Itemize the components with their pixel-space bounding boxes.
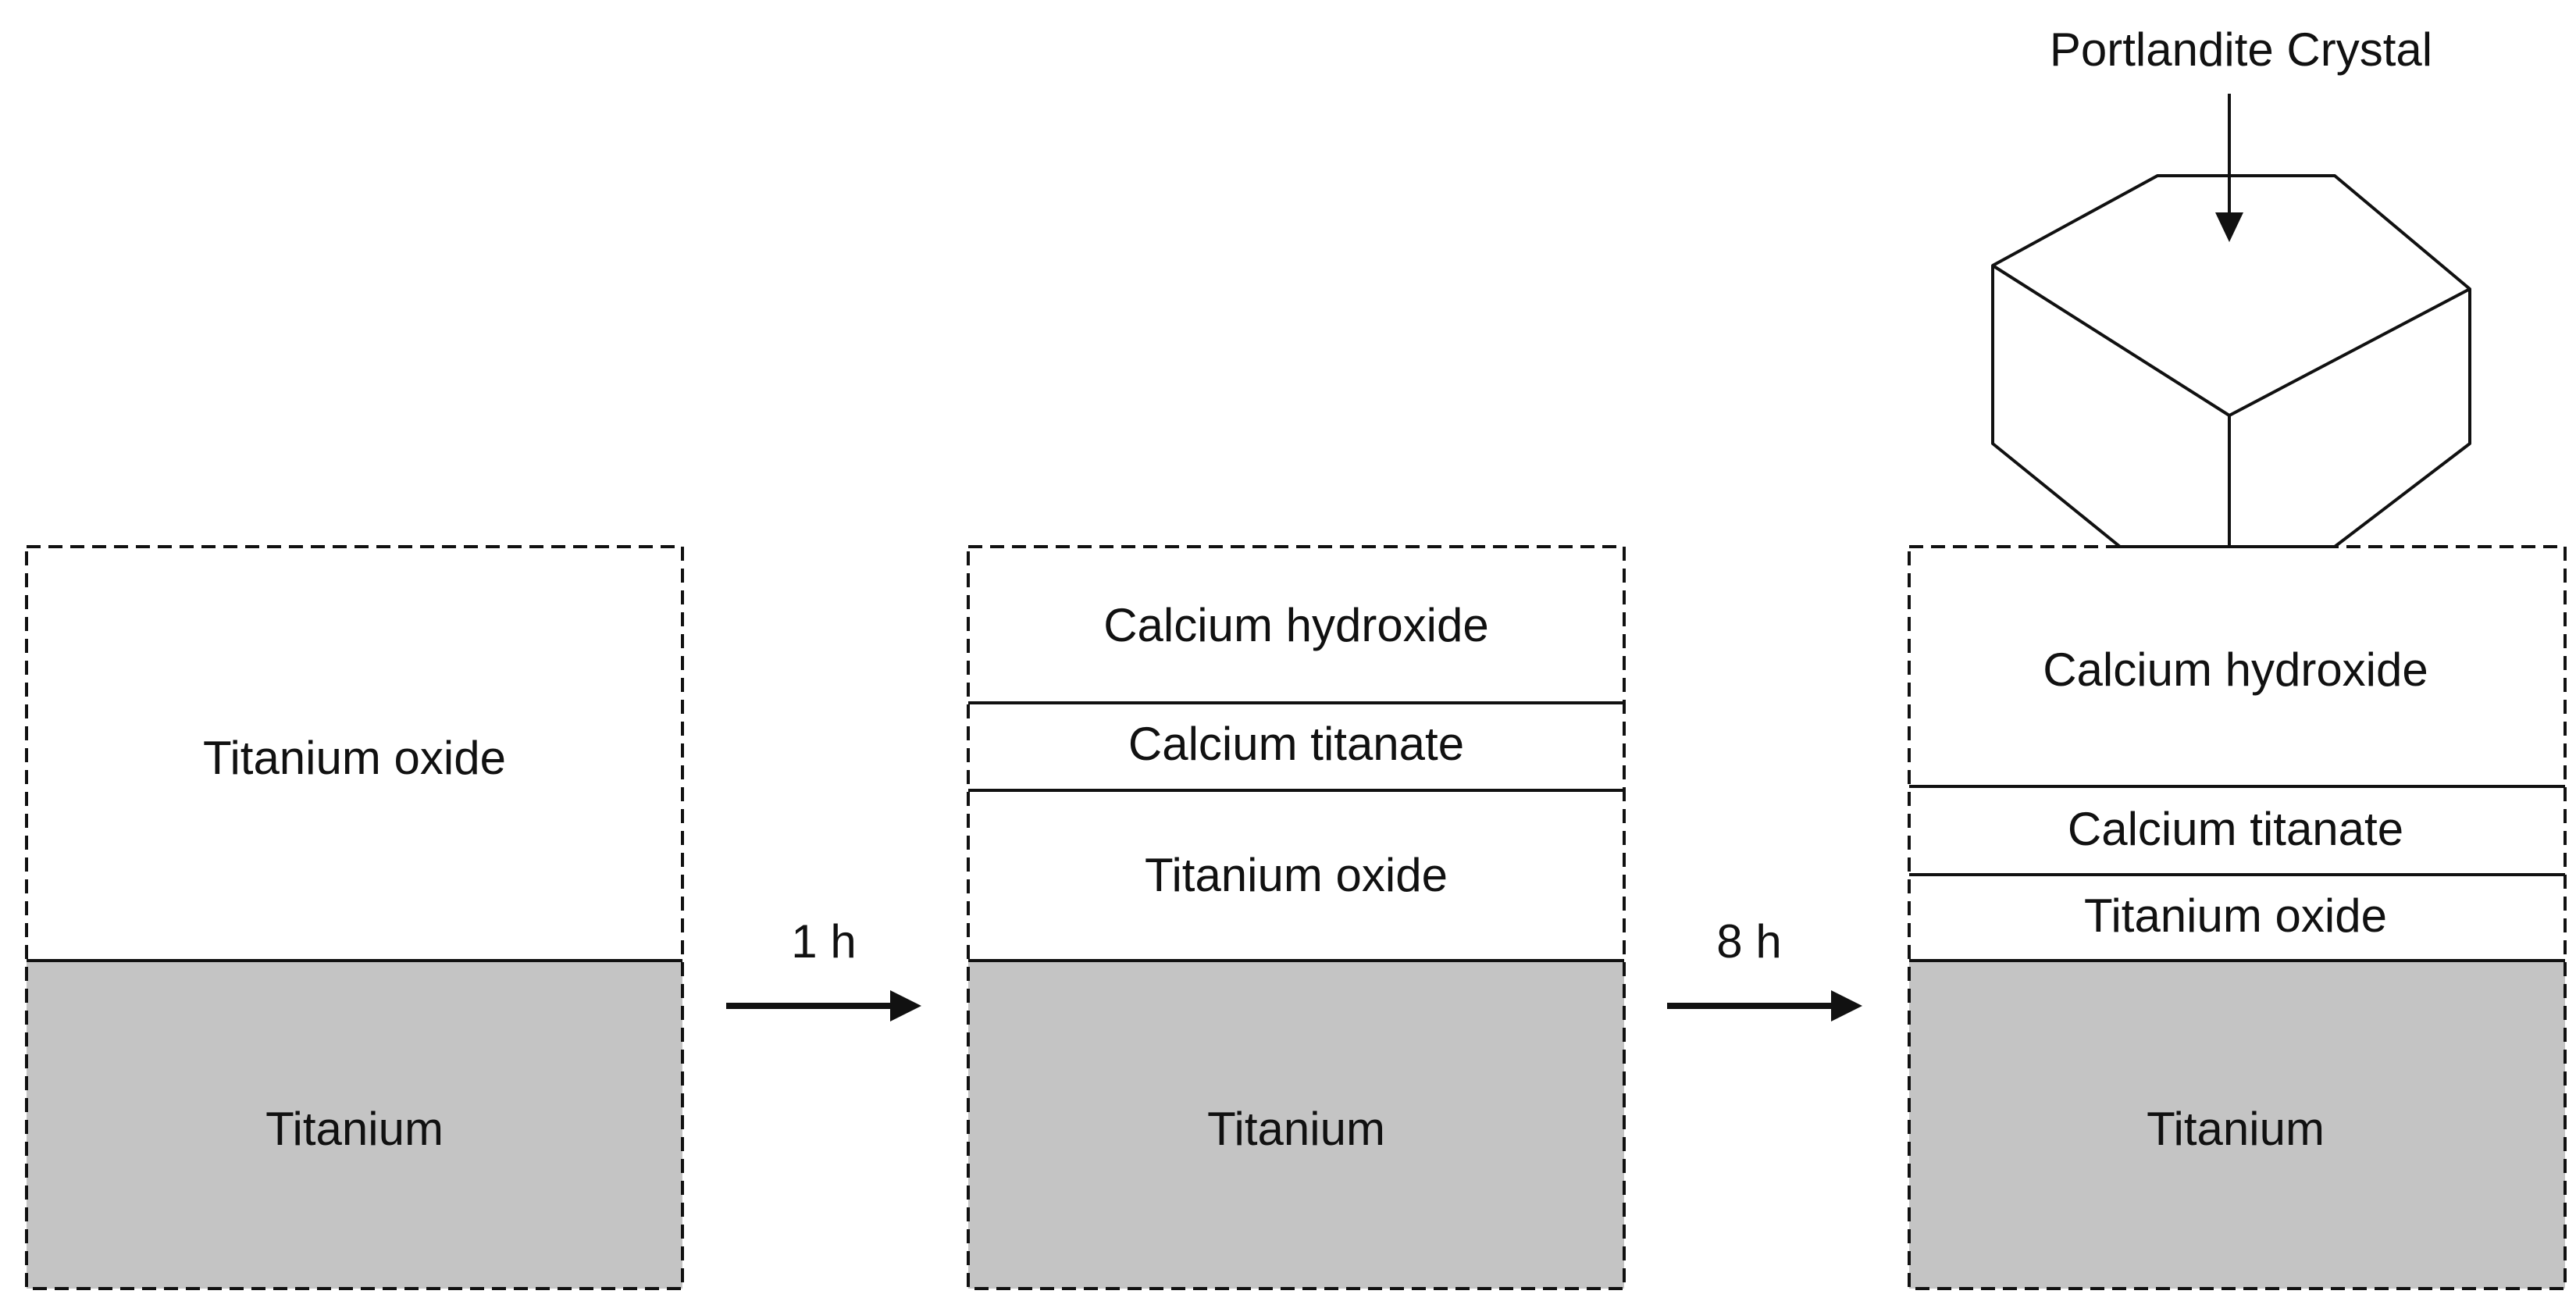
titanium-substrate [27,961,682,1289]
titanium-oxide-label: Titanium oxide [2084,890,2387,942]
calcium-hydroxide-layer [968,547,1624,703]
titanium-oxide-label: Titanium oxide [1145,849,1448,901]
titanium-label: Titanium [265,1103,444,1155]
crystal-label: Portlandite Crystal [2050,23,2432,76]
arrow-2: 8 h [1667,915,1862,1021]
stage-1-outline [25,545,684,1290]
arrow-2-head [1831,990,1862,1021]
titanium-oxide-layer [1909,875,2565,961]
calcium-titanate-label: Calcium titanate [1128,718,1464,770]
calcium-hydroxide-label: Calcium hydroxide [1103,599,1489,651]
stage-2: Calcium hydroxide Calcium titanate Titan… [967,545,1626,1290]
arrow-1: 1 h [726,915,921,1021]
calcium-titanate-layer [968,703,1624,790]
calcium-hydroxide-label: Calcium hydroxide [2043,644,2428,696]
arrow-1-head [890,990,921,1021]
titanium-oxide-layer [27,547,682,961]
titanium-substrate [968,961,1624,1289]
arrow-1-label: 1 h [791,915,856,968]
arrow-2-label: 8 h [1716,915,1781,968]
titanium-oxide-layer [968,790,1624,961]
titanium-label: Titanium [2147,1103,2325,1155]
titanium-label: Titanium [1207,1103,1385,1155]
calcium-hydroxide-layer [1909,547,2565,786]
crystal-pointer-arrow [2215,94,2243,242]
calcium-titanate-label: Calcium titanate [2068,803,2403,855]
portlandite-crystal [1991,174,2471,548]
titanium-oxide-label: Titanium oxide [203,732,506,784]
crystal-outline [1991,174,2471,548]
stage-1: Titanium oxide Titanium [25,545,684,1290]
stage-2-outline [967,545,1626,1290]
calcium-titanate-layer [1909,786,2565,875]
stage-3: Calcium hydroxide Calcium titanate Titan… [1908,545,2567,1290]
crystal-pointer-head [2215,212,2243,242]
titanium-substrate [1909,961,2565,1289]
